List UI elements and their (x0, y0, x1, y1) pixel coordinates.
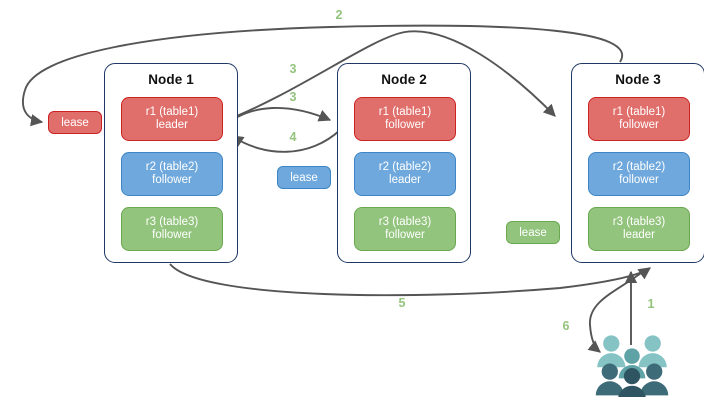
replica-r1[interactable]: r1 (table1) follower (354, 97, 456, 141)
node-title: Node 2 (381, 72, 427, 87)
replica-name: r3 (table3) (378, 215, 432, 228)
replica-r3[interactable]: r3 (table3) follower (354, 207, 456, 251)
replica-role: leader (156, 119, 188, 131)
replica-role: follower (619, 119, 659, 131)
replica-role: follower (152, 174, 192, 186)
lease-badge-red[interactable]: lease (48, 111, 102, 134)
edge-3-short-path (223, 106, 332, 127)
step-label-2: 2 (335, 8, 343, 22)
step-label-3-lower: 3 (289, 90, 297, 104)
lease-badge-green[interactable]: lease (506, 221, 560, 244)
lease-badge-blue[interactable]: lease (277, 166, 331, 189)
replica-r3[interactable]: r3 (table3) follower (121, 207, 223, 251)
people-group-icon (595, 335, 669, 397)
step-label-4: 4 (289, 130, 297, 144)
step-label-6: 6 (562, 319, 570, 333)
replica-r2[interactable]: r2 (table2) follower (588, 152, 690, 196)
node-title: Node 3 (615, 72, 661, 87)
replica-r1[interactable]: r1 (table1) follower (588, 97, 690, 141)
node-title: Node 1 (148, 72, 194, 87)
replica-role: leader (623, 229, 655, 241)
replica-role: follower (619, 174, 659, 186)
step-label-1: 1 (647, 297, 655, 311)
step-label-5: 5 (398, 296, 406, 310)
replica-r2[interactable]: r2 (table2) follower (121, 152, 223, 196)
replica-name: r1 (table1) (612, 105, 666, 118)
replica-r1[interactable]: r1 (table1) leader (121, 97, 223, 141)
replica-name: r2 (table2) (378, 160, 432, 173)
replica-role: follower (385, 229, 425, 241)
node-box-1[interactable]: Node 1 r1 (table1) leader r2 (table2) fo… (104, 63, 238, 263)
replica-name: r1 (table1) (378, 105, 432, 118)
replica-r3[interactable]: r3 (table3) leader (588, 207, 690, 251)
node-box-2[interactable]: Node 2 r1 (table1) follower r2 (table2) … (337, 63, 471, 263)
replica-role: follower (152, 229, 192, 241)
replica-r2[interactable]: r2 (table2) leader (354, 152, 456, 196)
replica-name: r3 (table3) (145, 215, 199, 228)
edge-5-path (169, 263, 652, 297)
step-label-3-upper: 3 (289, 62, 297, 76)
replica-name: r2 (table2) (612, 160, 666, 173)
replica-role: leader (389, 174, 421, 186)
node-box-3[interactable]: Node 3 r1 (table1) follower r2 (table2) … (571, 63, 704, 263)
replica-name: r3 (table3) (612, 215, 666, 228)
replica-name: r2 (table2) (145, 160, 199, 173)
replica-name: r1 (table1) (145, 105, 199, 118)
replica-role: follower (385, 119, 425, 131)
